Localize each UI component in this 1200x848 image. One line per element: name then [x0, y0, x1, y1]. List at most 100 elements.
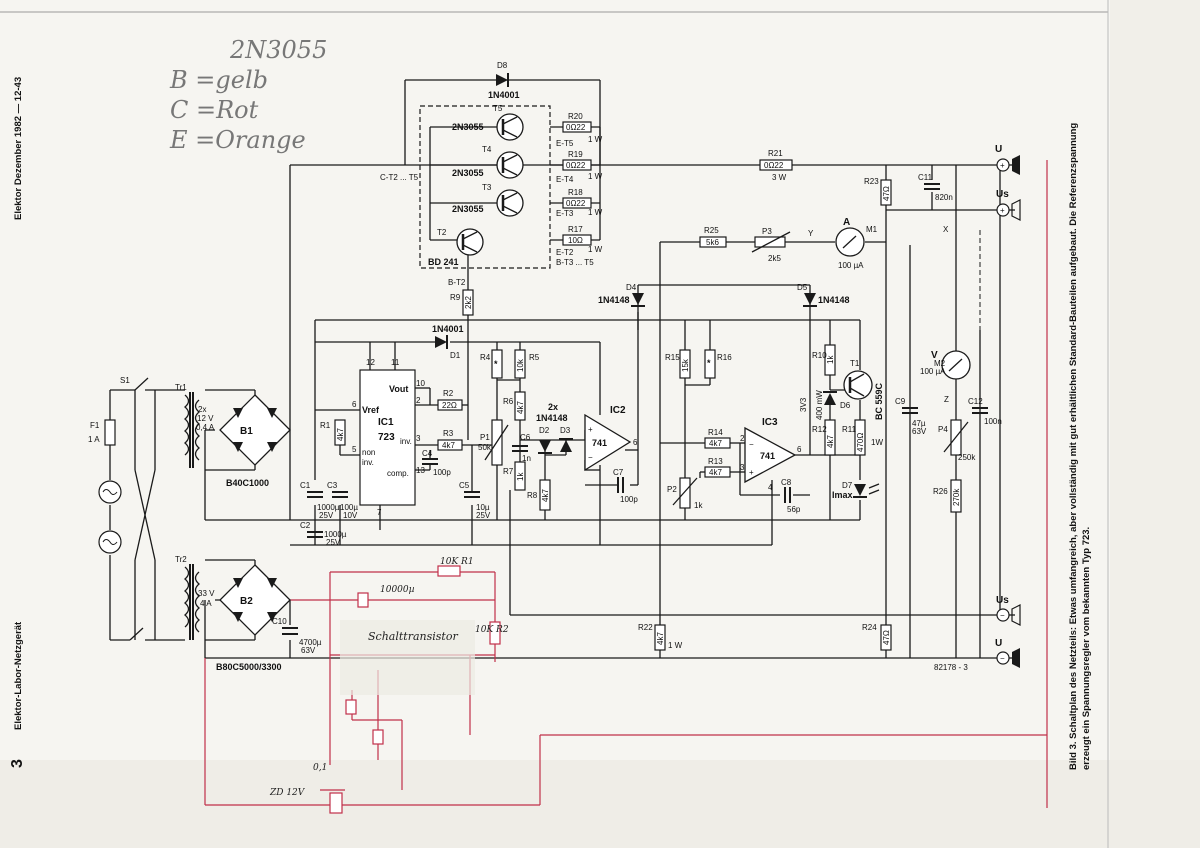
- capacitor-c4: C4 100p: [422, 449, 451, 477]
- svg-text:C7: C7: [613, 468, 624, 477]
- svg-text:5: 5: [352, 445, 357, 454]
- svg-text:R9: R9: [450, 293, 461, 302]
- ic1-723: 12 11 10 2 3 4 13 6 5 7 Vout Vref IC1 72…: [352, 358, 425, 517]
- svg-text:10k: 10k: [516, 358, 525, 372]
- svg-text:6: 6: [633, 438, 638, 447]
- svg-text:470Ω: 470Ω: [856, 433, 865, 452]
- svg-text:D1: D1: [450, 351, 461, 360]
- resistor-r25: R25 5k6: [699, 226, 727, 248]
- svg-text:22Ω: 22Ω: [442, 401, 457, 410]
- svg-text:−: −: [588, 453, 593, 462]
- svg-text:4k7: 4k7: [656, 632, 665, 645]
- meter-m2: V M2 100 µA: [920, 350, 971, 380]
- svg-text:Us: Us: [996, 595, 1009, 606]
- svg-text:1N4001: 1N4001: [432, 324, 464, 334]
- label-x: X: [943, 225, 949, 234]
- resistor-r24: R24 47Ω: [862, 623, 892, 651]
- drawing-number: 82178 - 3: [934, 663, 968, 672]
- svg-text:63V: 63V: [912, 427, 927, 436]
- svg-text:33 V: 33 V: [198, 589, 215, 598]
- svg-text:4k7: 4k7: [826, 435, 835, 448]
- svg-text:−: −: [749, 440, 754, 449]
- svg-text:25V: 25V: [326, 538, 341, 547]
- svg-text:3 W: 3 W: [772, 173, 787, 182]
- resistor-r17: R17 10Ω 1 W: [562, 225, 603, 254]
- svg-text:R14: R14: [708, 428, 723, 437]
- svg-text:63V: 63V: [301, 646, 316, 655]
- svg-text:R16: R16: [717, 353, 732, 362]
- resistor-r15: R15 15k: [665, 349, 691, 379]
- svg-text:F1: F1: [90, 421, 100, 430]
- svg-text:100p: 100p: [620, 495, 638, 504]
- svg-text:comp.: comp.: [387, 469, 409, 478]
- svg-text:R3: R3: [443, 429, 454, 438]
- resistor-r6: R6 4k7: [503, 391, 526, 421]
- svg-text:C3: C3: [327, 481, 338, 490]
- svg-text:400 mW: 400 mW: [815, 390, 824, 420]
- svg-text:12: 12: [366, 358, 375, 367]
- svg-text:4700µ: 4700µ: [299, 638, 322, 647]
- svg-text:P1: P1: [480, 433, 490, 442]
- resistor-r11: R11 470Ω 1W: [842, 419, 883, 456]
- svg-text:U: U: [995, 638, 1002, 649]
- note-emitter-color: E =Orange: [169, 126, 306, 154]
- svg-text:56p: 56p: [787, 505, 801, 514]
- svg-text:4k7: 4k7: [336, 428, 345, 441]
- terminal-u-minus: U −: [995, 638, 1020, 668]
- t2-type: BD 241: [428, 257, 459, 267]
- svg-text:*: *: [707, 358, 711, 368]
- svg-text:1000µ: 1000µ: [317, 503, 340, 512]
- svg-text:47µ: 47µ: [912, 419, 926, 428]
- svg-text:R10: R10: [812, 351, 827, 360]
- svg-text:R20: R20: [568, 112, 583, 121]
- label-et3: E-T3: [556, 209, 574, 218]
- svg-text:non: non: [362, 448, 375, 457]
- note-zener: ZD 12V: [269, 788, 306, 798]
- svg-text:D2: D2: [539, 426, 550, 435]
- meter-m1: A M1 100 µA: [835, 217, 878, 270]
- svg-text:C4: C4: [422, 449, 433, 458]
- svg-text:+: +: [1000, 161, 1005, 170]
- svg-text:Tr1: Tr1: [175, 383, 187, 392]
- svg-text:D3: D3: [560, 426, 571, 435]
- diode-d1: 1N4001 D1: [432, 324, 464, 360]
- svg-text:C2: C2: [300, 521, 311, 530]
- svg-text:*: *: [494, 359, 498, 369]
- svg-text:R21: R21: [768, 149, 783, 158]
- page-number: 3: [9, 759, 26, 768]
- svg-text:P4: P4: [938, 425, 948, 434]
- capacitor-c9: C9 47µ 63V: [895, 397, 927, 436]
- note-res-red2: 10K R2: [475, 625, 509, 635]
- svg-text:+: +: [749, 468, 754, 477]
- svg-text:A: A: [843, 217, 850, 228]
- svg-text:R12: R12: [812, 425, 827, 434]
- note-zener-cap: 0,1: [313, 763, 327, 773]
- svg-text:IC2: IC2: [610, 405, 626, 416]
- svg-text:741: 741: [760, 451, 775, 461]
- svg-text:0Ω22: 0Ω22: [566, 161, 586, 170]
- svg-text:47Ω: 47Ω: [882, 186, 891, 201]
- svg-text:50k: 50k: [478, 443, 492, 452]
- label-bt3: B-T3 ... T5: [556, 258, 594, 267]
- svg-text:B40C1000: B40C1000: [226, 478, 269, 488]
- resistor-r26: R26 270k: [933, 479, 962, 513]
- svg-text:25V: 25V: [319, 511, 334, 520]
- svg-text:C5: C5: [459, 481, 470, 490]
- resistor-r21: R21 0Ω22 3 W: [759, 149, 793, 182]
- bridge-b2: B2 B80C5000/3300: [216, 564, 291, 672]
- potentiometer-r16: R16 *: [704, 349, 732, 379]
- mains-switch-s1: S1: [120, 376, 149, 641]
- svg-text:1N4148: 1N4148: [536, 413, 568, 423]
- potentiometer-p2: P2 1k: [667, 477, 703, 510]
- svg-text:1000µ: 1000µ: [324, 530, 347, 539]
- svg-text:13: 13: [416, 466, 425, 475]
- svg-text:C6: C6: [520, 433, 531, 442]
- transistor-t1: T1 BC 559C: [843, 359, 884, 420]
- svg-text:3: 3: [740, 463, 745, 472]
- svg-text:C12: C12: [968, 397, 983, 406]
- svg-text:6: 6: [352, 400, 357, 409]
- svg-text:4k7: 4k7: [516, 401, 525, 414]
- svg-text:R24: R24: [862, 623, 877, 632]
- resistor-r8: R8 4k7: [527, 479, 551, 511]
- capacitor-c11: C11 820n: [918, 173, 953, 202]
